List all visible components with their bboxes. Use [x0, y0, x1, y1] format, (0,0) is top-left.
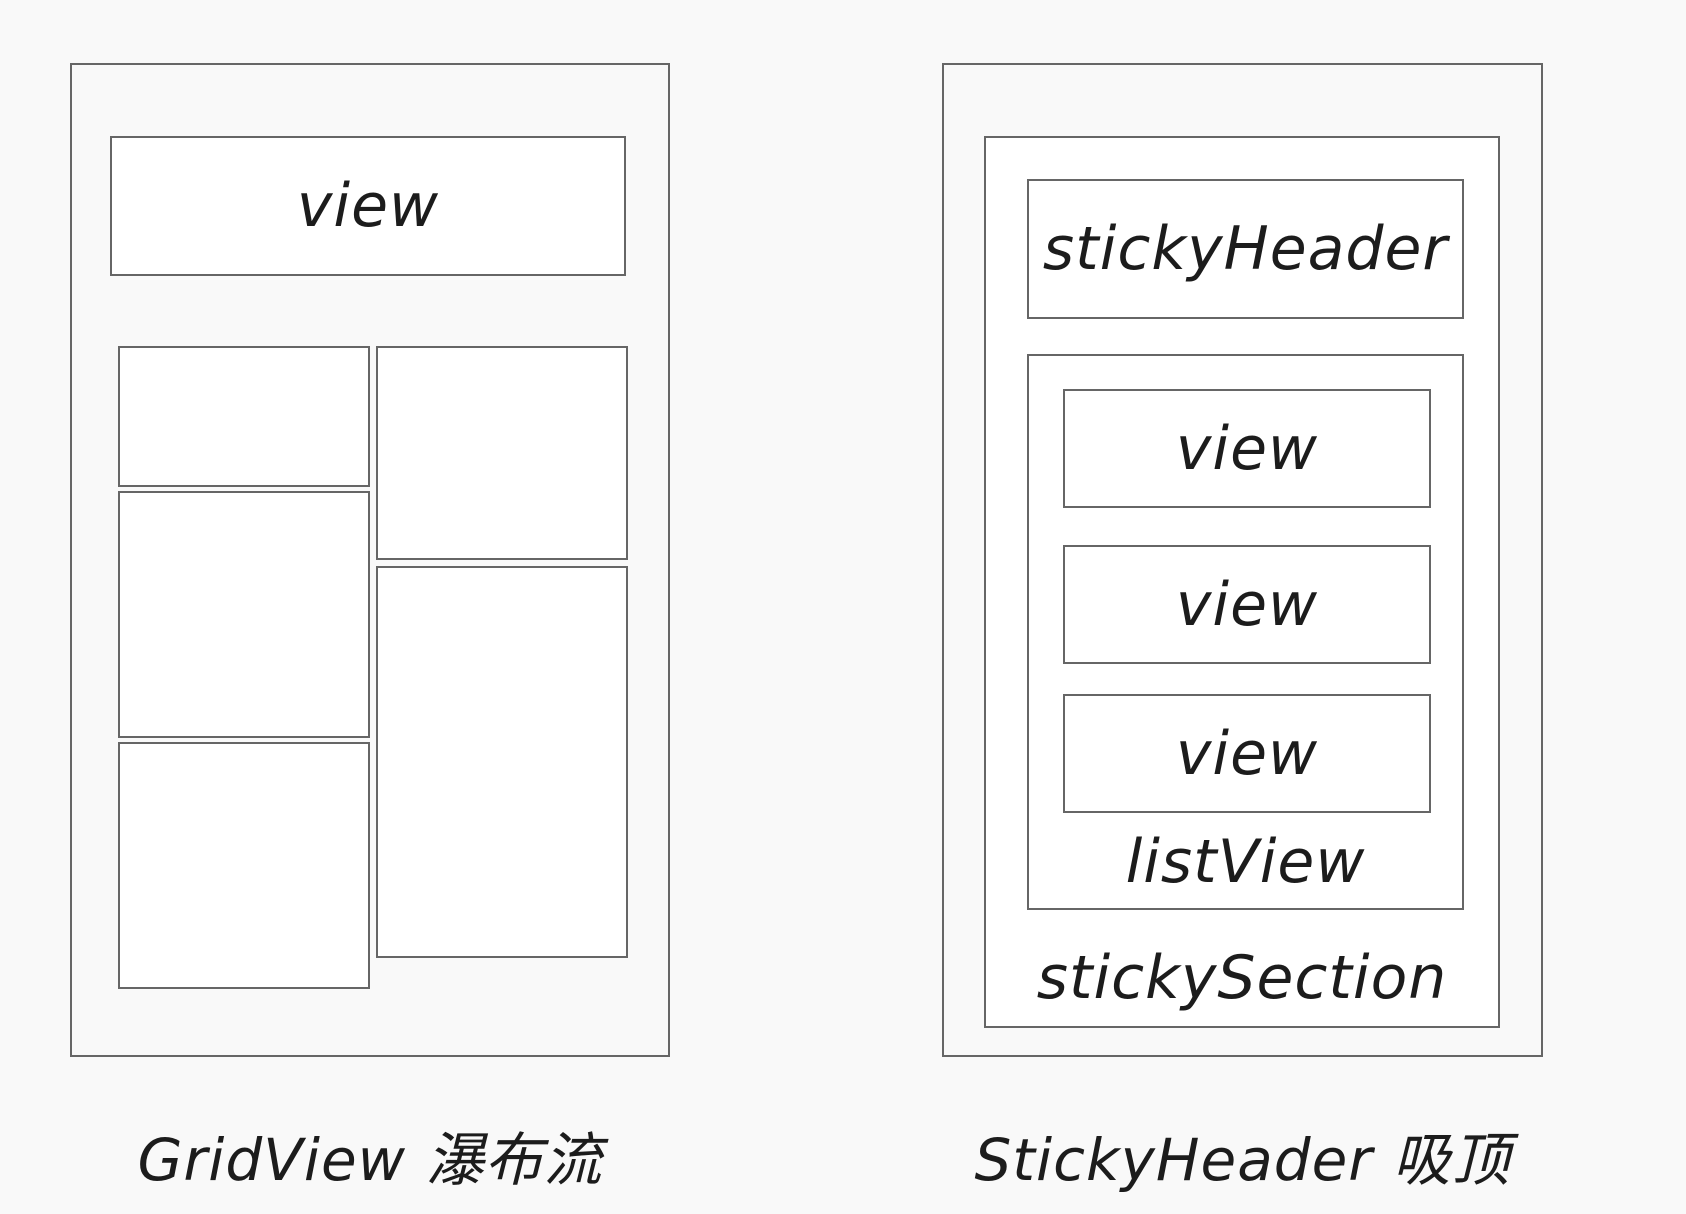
grid-cell — [376, 566, 628, 958]
gridview-header-view: view — [110, 136, 626, 276]
grid-cell — [118, 346, 370, 487]
list-item-view: view — [1063, 545, 1431, 664]
list-view-label: listView — [1125, 827, 1366, 897]
sticky-header: stickyHeader — [1027, 179, 1464, 319]
gridview-caption: GridView 瀑布流 — [137, 1126, 603, 1194]
list-item-label: view — [1175, 718, 1319, 789]
grid-cell — [118, 491, 370, 738]
sticky-section-label: stickySection — [1036, 943, 1448, 1013]
gridview-header-view-label: view — [296, 171, 440, 241]
list-item-label: view — [1175, 413, 1319, 484]
list-item-label: view — [1175, 569, 1319, 640]
stickyheader-caption: StickyHeader 吸顶 — [974, 1126, 1511, 1194]
list-item-view: view — [1063, 694, 1431, 813]
list-item-view: view — [1063, 389, 1431, 508]
grid-cell — [118, 742, 370, 989]
sticky-header-label: stickyHeader — [1042, 214, 1449, 284]
grid-cell — [376, 346, 628, 560]
